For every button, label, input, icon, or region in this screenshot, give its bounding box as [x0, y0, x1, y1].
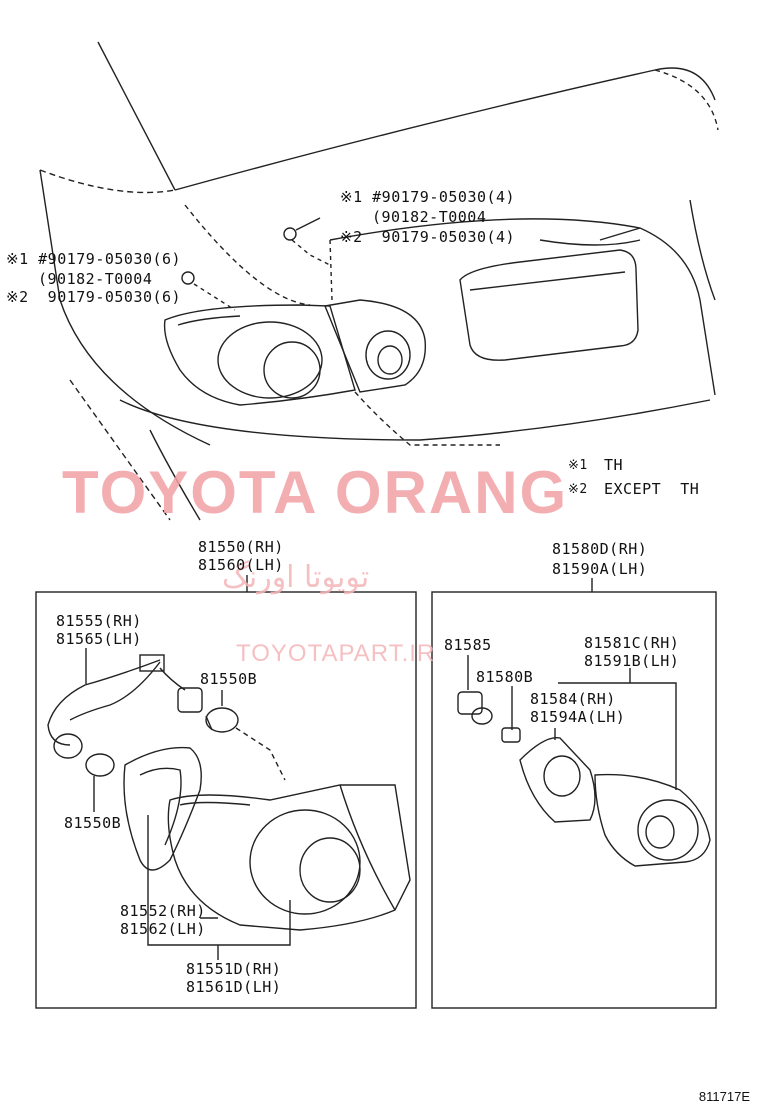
right-socket: 81585: [444, 636, 492, 654]
license-plate-recess: [459, 249, 639, 361]
drawing-code: 811717E: [698, 1089, 750, 1104]
left-gasket: [123, 746, 202, 871]
right-gasket-lh: 81594A(LH): [530, 708, 626, 726]
watermark-site: TOYOTAPART.IR: [236, 640, 436, 667]
right-socket-bulb: [457, 655, 521, 743]
callout-top-left-line2: (90182-T0004: [38, 270, 153, 288]
right-header-lh: 81590A(LH): [552, 560, 648, 578]
right-tail-lamp: [558, 668, 711, 867]
nut-icons: [181, 217, 331, 311]
left-leader-lines: [147, 815, 291, 960]
callout-top-left-line1: ※1 #90179-05030(6): [6, 250, 182, 268]
left-lens-lh: 81561D(LH): [186, 978, 282, 996]
right-bulb: 81580B: [476, 668, 534, 686]
left-gasket-lh: 81562(LH): [120, 920, 206, 938]
right-lens-lh: 81591B(LH): [584, 652, 680, 670]
legend-note2-mark: ※2: [568, 482, 588, 497]
left-bulb-icons: [85, 690, 286, 812]
right-gasket-rh: 81584(RH): [530, 690, 616, 708]
right-gasket: [519, 728, 596, 823]
callout-top-right-line2: (90182-T0004: [372, 208, 487, 226]
callout-top-right-line1: ※1 #90179-05030(4): [340, 188, 516, 206]
callout-top-right-line3: ※2 90179-05030(4): [340, 228, 516, 246]
callout-top-left-line3: ※2 90179-05030(6): [6, 288, 182, 306]
legend-note2-text: EXCEPT TH: [604, 480, 700, 498]
watermark-persian: تویوتا اورنگ: [222, 560, 370, 595]
left-socket-wire: [47, 648, 203, 759]
car-body-outline: [39, 41, 719, 521]
right-header-rh: 81580D(RH): [552, 540, 648, 558]
legend-note1-mark: ※1: [568, 458, 588, 473]
left-socket-rh: 81555(RH): [56, 612, 142, 630]
watermark-brand: TOYOTA ORANG: [62, 459, 569, 526]
legend-note1-text: TH: [604, 456, 624, 474]
left-tail-lamp: [167, 784, 411, 931]
left-assembly-box: [35, 591, 417, 1009]
installed-tail-lamps: [163, 299, 500, 446]
left-header-lh: 81560(LH): [198, 556, 284, 574]
left-bulb-a: 81550B: [200, 670, 258, 688]
left-header-rh: 81550(RH): [198, 538, 284, 556]
right-assembly-box: [431, 591, 717, 1009]
left-gasket-rh: 81552(RH): [120, 902, 206, 920]
right-lens-rh: 81581C(RH): [584, 634, 680, 652]
left-lens-rh: 81551D(RH): [186, 960, 282, 978]
left-bulb-b: 81550B: [64, 814, 122, 832]
left-socket-lh: 81565(LH): [56, 630, 142, 648]
